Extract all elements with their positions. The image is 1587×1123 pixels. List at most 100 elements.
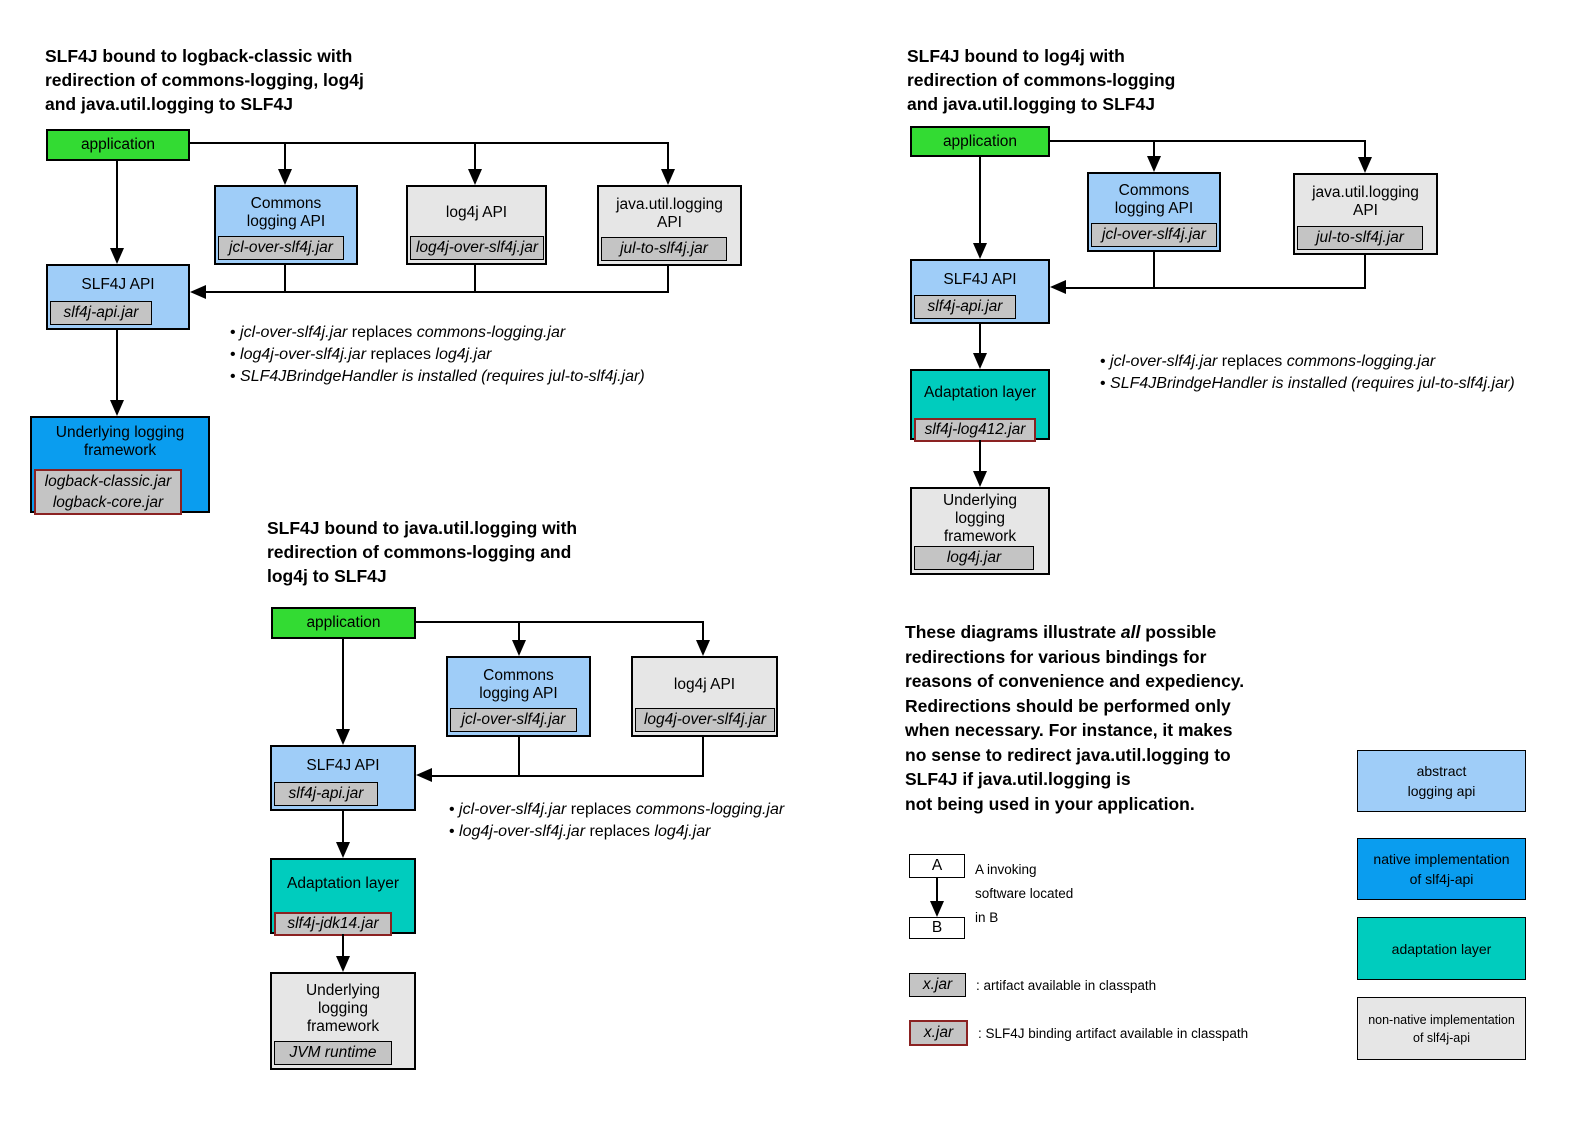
d2-adaptation-layer-label: Adaptation layer (923, 383, 1037, 401)
d1-jcl-over-slf4j-jar-tag: jcl-over-slf4j.jar (218, 236, 344, 260)
d1-application-label: application (80, 136, 156, 153)
d2-adaptation-layer-box: Adaptation layer slf4j-log412.jar (910, 369, 1050, 442)
d2-slf4j-api-box: SLF4J API slf4j-api.jar (910, 259, 1050, 324)
d2-bullet-1: jcl-over-slf4j.jar replaces commons-logg… (1100, 351, 1587, 373)
d1-log4j-over-slf4j-jar-tag: log4j-over-slf4j.jar (410, 236, 544, 260)
note-line: when necessary. For instance, it makes (905, 720, 1233, 740)
colorkey-abstract-logging-api: abstract logging api (1357, 750, 1526, 812)
d3-slf4j-api-jar-tag: slf4j-api.jar (274, 782, 378, 806)
d2-slf4j-api-label: SLF4J API (943, 270, 1017, 288)
d3-arrowhead-underlying (336, 956, 350, 972)
d1-log4j-api-label: log4j API (445, 204, 508, 221)
d3-log4j-feed-line (702, 737, 704, 776)
legend-artifact-description: : artifact available in classpath (976, 978, 1157, 993)
d1-logback-jars-tag: logback-classic.jar logback-core.jar (34, 469, 182, 515)
d3-adaptation-layer-label: Adaptation layer (286, 875, 400, 892)
d3-commons-feed-line (518, 737, 520, 776)
d3-line-to-log4j (702, 621, 704, 640)
legend-ab-arrowhead (930, 901, 944, 917)
d1-slf4j-api-box: SLF4J API slf4j-api.jar (46, 264, 190, 330)
d2-adaptation-to-underlying-line (979, 440, 981, 471)
d3-log4j-over-slf4j-jar-tag: log4j-over-slf4j.jar (635, 708, 775, 732)
d2-arrowhead-into-slf4j (1050, 280, 1066, 294)
d1-line-to-log4j (474, 142, 476, 170)
d3-commons-logging-api-label: Commons logging API (479, 666, 558, 702)
d2-jul-to-slf4j-jar-tag: jul-to-slf4j.jar (1297, 226, 1423, 250)
d1-line-to-commons (284, 142, 286, 170)
d1-app-to-slf4j-line (116, 161, 118, 249)
d1-apis-to-slf4j-line (204, 291, 669, 293)
d2-commons-logging-api-label: Commons logging API (1114, 182, 1194, 217)
d3-arrowhead-into-slf4j (416, 768, 432, 782)
legend-b-label: B (931, 919, 943, 936)
d1-arrowhead-underlying (110, 400, 124, 416)
d2-commons-feed-line (1153, 252, 1155, 288)
d1-commons-feed-line (284, 265, 286, 293)
d2-slf4j-api-jar-tag: slf4j-api.jar (914, 295, 1016, 319)
d3-arrowhead-adaptation (336, 842, 350, 858)
d1-arrowhead-into-slf4j (190, 285, 206, 299)
legend-a-label: A (931, 857, 943, 874)
d2-application-label: application (942, 132, 1018, 150)
d1-arrowhead-slf4j (110, 248, 124, 264)
note-line: redirections for various bindings for (905, 646, 1207, 667)
d3-application-label: application (306, 614, 381, 631)
d1-arrowhead-jul (661, 169, 675, 185)
d1-jul-to-slf4j-jar-tag: jul-to-slf4j.jar (601, 237, 727, 261)
colorkey-nonnative-implementation: non-native implementation of slf4j-api (1357, 997, 1526, 1060)
d2-underlying-framework-box: Underlying logging framework log4j.jar (910, 487, 1050, 575)
diagram2-title: SLF4J bound to log4j with redirection of… (907, 46, 1176, 114)
d1-slf4j-api-label: SLF4J API (81, 276, 155, 293)
d1-bullet-1: jcl-over-slf4j.jar replaces commons-logg… (230, 322, 790, 344)
legend-a-box: A (909, 854, 965, 878)
d3-underlying-framework-box: Underlying logging framework JVM runtime (270, 972, 416, 1070)
d3-slf4j-api-label: SLF4J API (306, 757, 380, 774)
legend-binding-description: : SLF4J binding artifact available in cl… (978, 1026, 1249, 1041)
d1-underlying-framework-box: Underlying logging framework logback-cla… (30, 416, 210, 515)
d2-arrowhead-jul (1358, 157, 1372, 173)
d2-log4j-jar-tag: log4j.jar (914, 546, 1034, 570)
d3-arrowhead-slf4j (336, 729, 350, 745)
d2-jul-feed-line (1364, 255, 1366, 288)
d3-arrowhead-commons (512, 640, 526, 656)
d2-slf4j-to-adaptation-line (979, 324, 981, 353)
legend-ab-description: A invoking software located in B (975, 862, 1074, 925)
d2-apis-to-slf4j-line (1064, 287, 1366, 289)
d3-line-to-commons (518, 621, 520, 640)
d2-arrowhead-slf4j (973, 243, 987, 259)
d1-underlying-framework-label: Underlying logging framework (55, 423, 185, 459)
d3-application-box: application (271, 607, 416, 639)
d2-jul-api-label: java.util.logging API (1312, 184, 1419, 219)
d2-arrowhead-commons (1147, 156, 1161, 172)
d2-arrowhead-adaptation (973, 353, 987, 369)
d2-slf4j-log412-jar-tag: slf4j-log412.jar (914, 418, 1036, 442)
d3-underlying-framework-label: Underlying logging framework (305, 982, 381, 1035)
d3-slf4j-jdk14-jar-tag: slf4j-jdk14.jar (274, 912, 392, 936)
d1-jul-feed-line (667, 266, 669, 293)
d1-commons-logging-api-label: Commons logging API (246, 195, 326, 230)
note-line: Redirections should be performed only (905, 695, 1231, 716)
d2-commons-logging-api-box: Commons logging API jcl-over-slf4j.jar (1087, 172, 1221, 252)
d1-slf4j-api-jar-tag: slf4j-api.jar (50, 301, 152, 325)
legend-b-box: B (909, 917, 965, 939)
d2-arrowhead-underlying (973, 471, 987, 487)
d3-arrowhead-log4j (696, 640, 710, 656)
d2-underlying-framework-label: Underlying logging framework (942, 492, 1018, 545)
diagram1-title: SLF4J bound to logback-classic with redi… (45, 46, 364, 114)
d3-bullet-notes: jcl-over-slf4j.jar replaces commons-logg… (449, 799, 1009, 843)
d1-app-fanout-line (190, 142, 669, 144)
d1-log4j-feed-line (474, 265, 476, 293)
d3-slf4j-api-box: SLF4J API slf4j-api.jar (270, 745, 416, 811)
d3-app-fanout-line (416, 621, 704, 623)
d3-commons-logging-api-box: Commons logging API jcl-over-slf4j.jar (446, 656, 591, 737)
d3-app-to-slf4j-line (342, 639, 344, 729)
redirections-note: These diagrams illustrate all possible r… (905, 620, 1325, 816)
d2-application-box: application (910, 126, 1050, 157)
d2-app-fanout-line (1050, 140, 1366, 142)
d3-adaptation-to-underlying-line (342, 934, 344, 956)
note-line: not being used in your application. (905, 793, 1195, 814)
d1-bullet-2: log4j-over-slf4j.jar replaces log4j.jar (230, 344, 790, 366)
d1-line-to-jul (667, 142, 669, 170)
d3-slf4j-to-adaptation-line (342, 811, 344, 842)
